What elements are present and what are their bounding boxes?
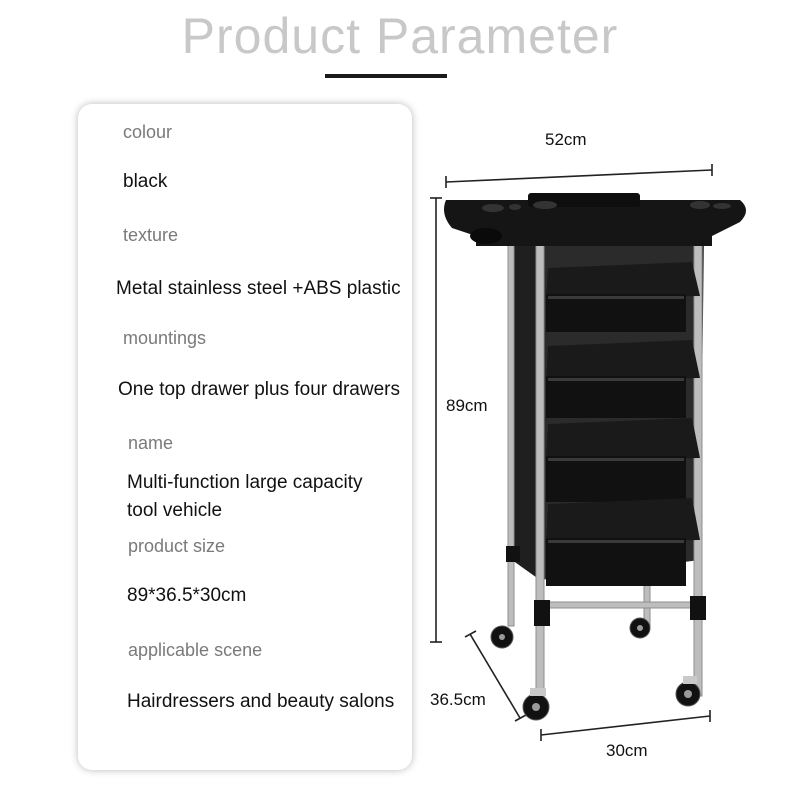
param-value-mountings: One top drawer plus four drawers <box>118 379 400 400</box>
title-underline <box>325 74 447 78</box>
dimension-depth-label: 36.5cm <box>430 690 486 709</box>
trolley-illustration <box>444 193 746 721</box>
param-value-colour: black <box>123 171 168 192</box>
parameter-card <box>78 104 412 770</box>
rear-left-pole <box>507 235 515 627</box>
param-label-texture: texture <box>123 225 179 245</box>
param-value-applicable-scene: Hairdressers and beauty salons <box>127 691 395 712</box>
bottom-rail <box>545 601 697 609</box>
top-tray <box>444 200 746 246</box>
param-value-name: Multi-function large capacity tool vehic… <box>127 472 363 521</box>
side-panel <box>512 236 540 580</box>
param-label-name: name <box>128 433 174 453</box>
dimension-width-label: 52cm <box>545 130 587 149</box>
width-dimension-line <box>445 169 713 183</box>
dimension-base-label: 30cm <box>606 741 648 760</box>
param-label-applicable-scene: applicable scene <box>128 640 263 660</box>
param-label-mountings: mountings <box>123 328 207 348</box>
front-right-pole <box>693 235 703 697</box>
depth-dimension-line <box>469 633 521 719</box>
param-label-product-size: product size <box>128 536 226 556</box>
front-left-pole <box>535 235 545 707</box>
drawers <box>546 262 700 586</box>
param-value-product-size: 89*36.5*30cm <box>127 585 247 606</box>
dimension-height-label: 89cm <box>446 396 488 415</box>
param-value-texture: Metal stainless steel +ABS plastic <box>116 278 401 299</box>
base-dimension-line <box>540 715 711 736</box>
page-title: Product Parameter <box>181 8 619 64</box>
param-label-colour: colour <box>123 122 173 142</box>
